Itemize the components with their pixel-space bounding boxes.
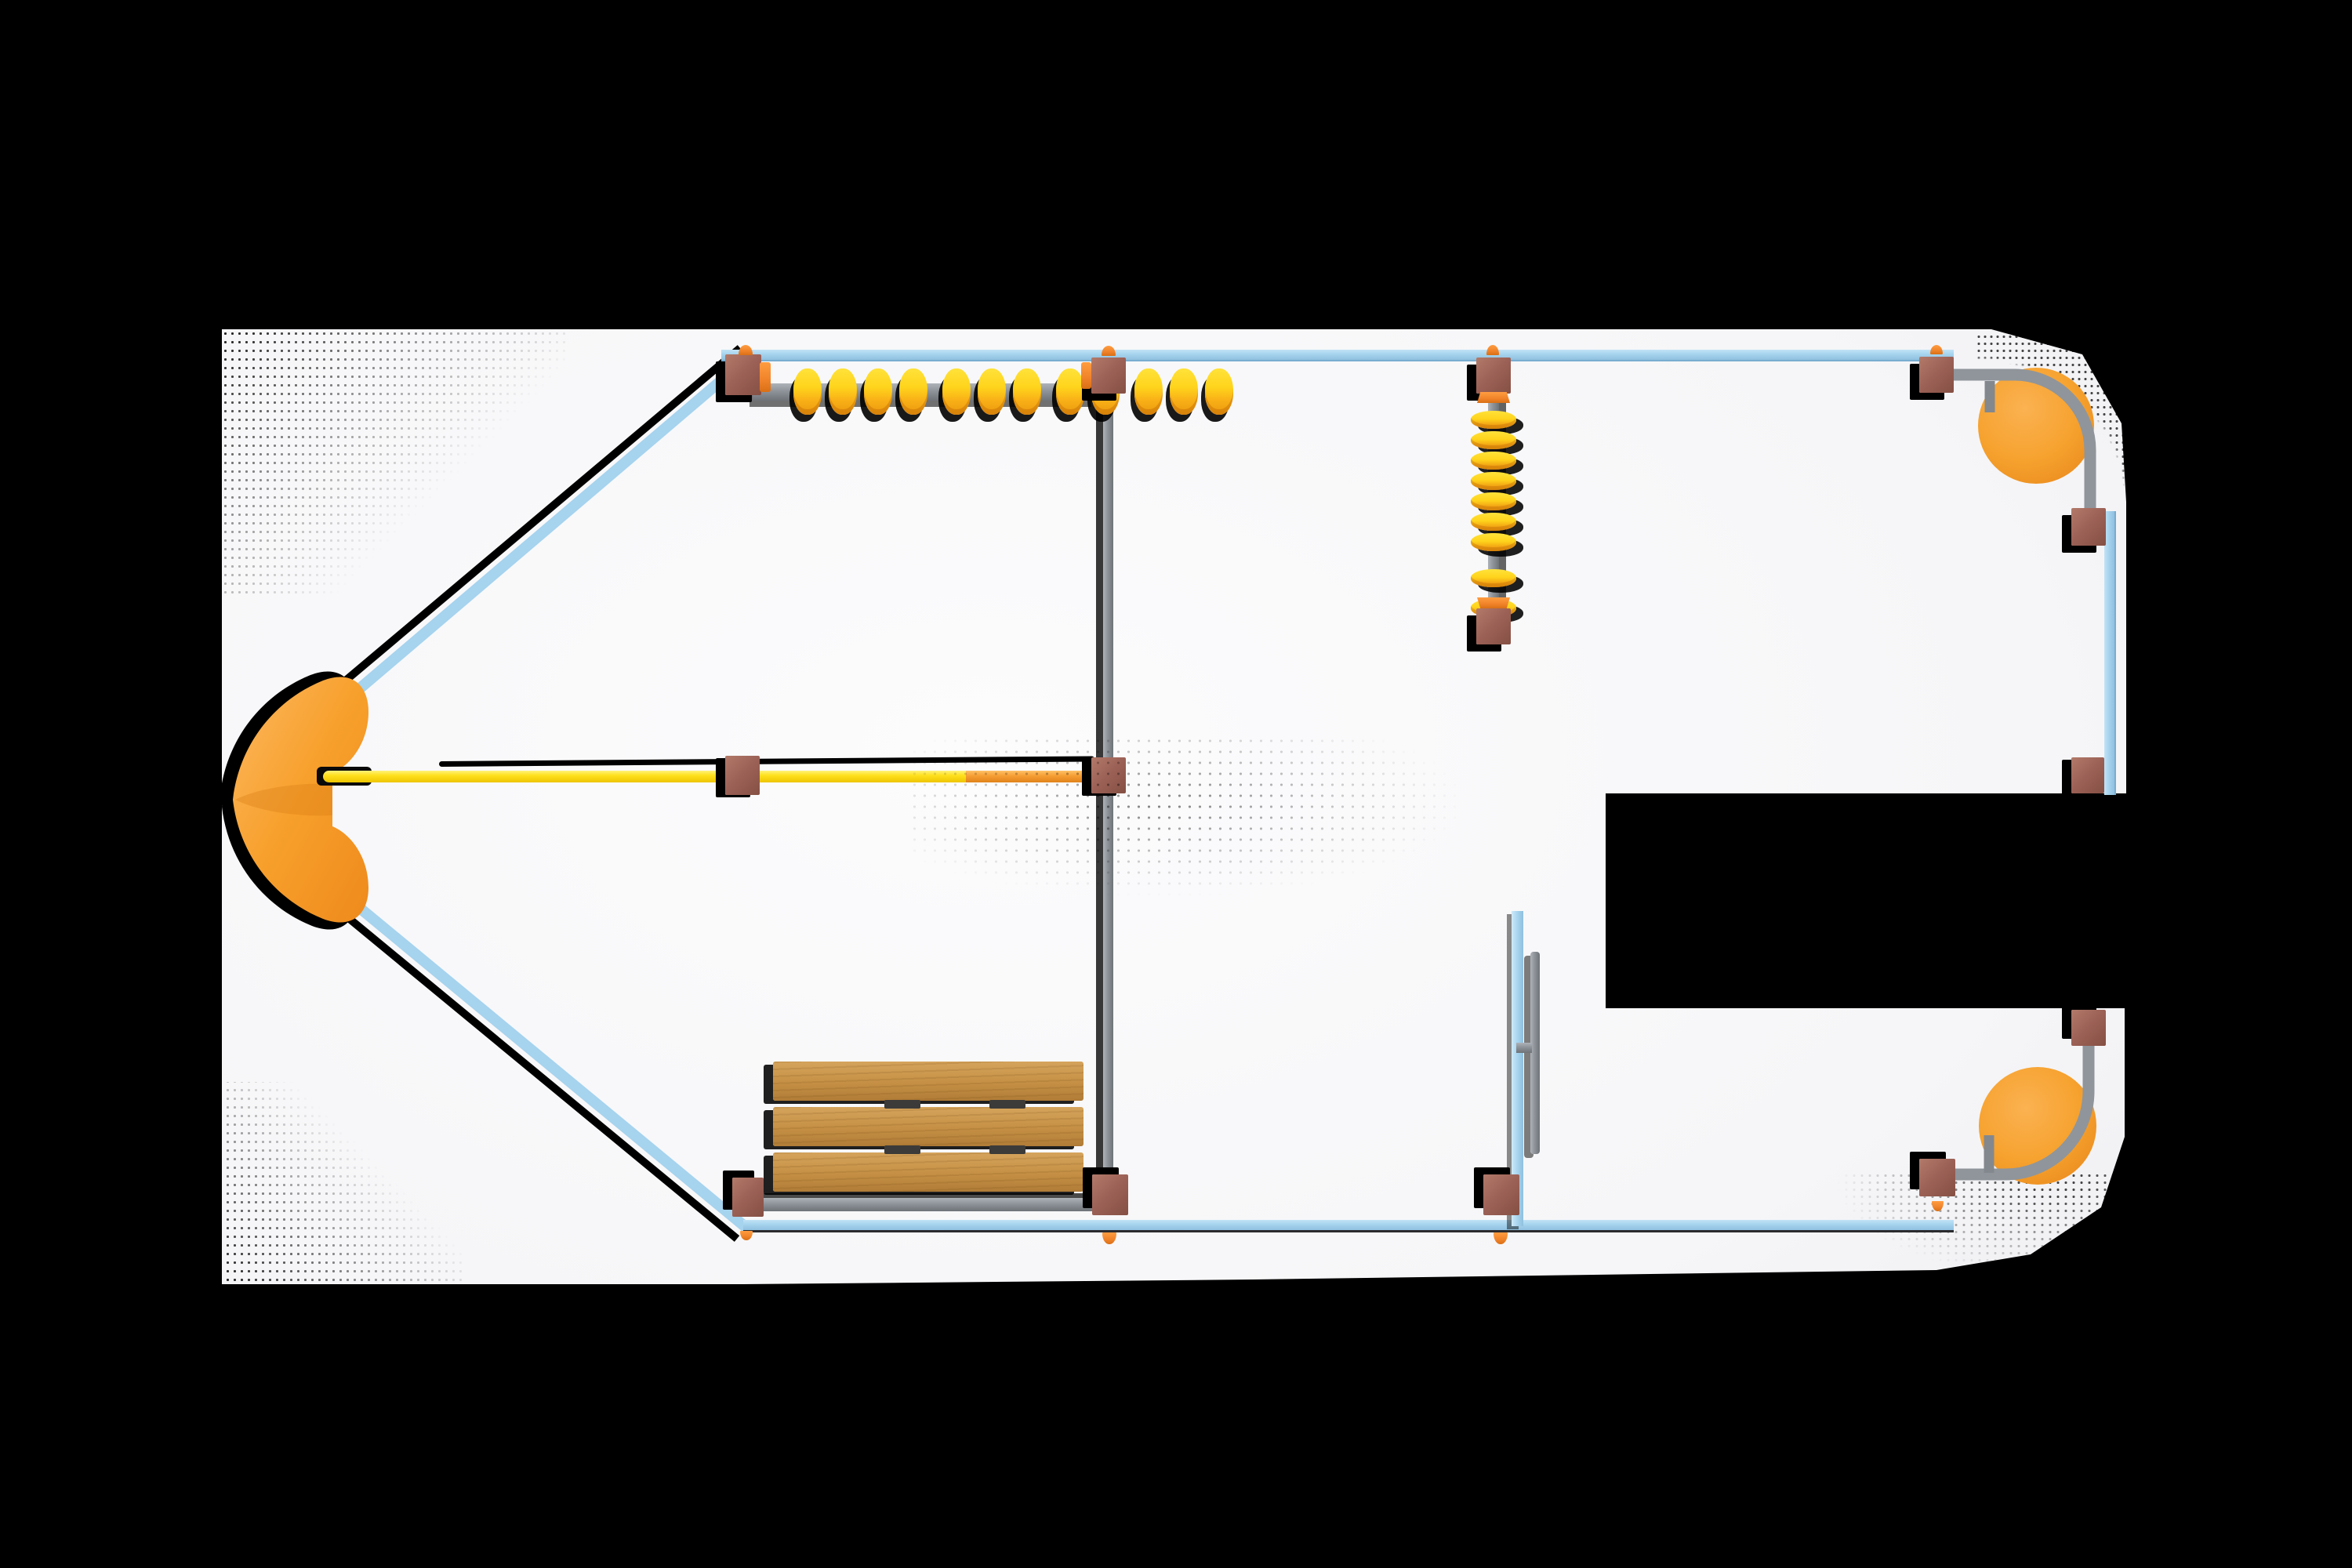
cap-ring-climber-top [1486,345,1499,355]
bottom-border-beam [743,1220,1954,1232]
zipline-rail-orange-segment [966,771,1096,782]
balance-rail [1530,952,1540,1154]
bench-cleat [989,1100,1025,1109]
climbing-ring [1471,472,1516,490]
climbing-ring [1471,452,1516,470]
post-divider-top [1091,358,1126,394]
climbing-ring [942,368,971,415]
bench-plank [773,1062,1083,1101]
wooden-bench [773,1062,1083,1192]
bench-plank [773,1152,1083,1192]
post-top-left-junction [725,354,761,395]
climbing-ring [1471,569,1516,587]
post-panel-bottom [1483,1174,1519,1215]
post-bottom-right-corner [2071,1010,2106,1046]
cap-divider-top-post [1102,346,1116,356]
climbing-ring [1134,368,1163,415]
post-divider-bottom [1092,1174,1128,1215]
balance-rail-connector [1516,1043,1532,1053]
post-bottom-left-junction [732,1178,764,1217]
divider-wall [1103,390,1113,1200]
climbing-ring [1471,431,1516,449]
cone-panel-bottom [1494,1232,1508,1244]
vertical-ring-climber-rings [1471,411,1516,617]
post-corner-rail-end [1919,1159,1955,1196]
climbing-ring [1170,368,1198,415]
collar-ring-climber-top [1477,392,1510,403]
bench-cleat [884,1100,920,1109]
post-ring-climber-bottom [1476,608,1511,644]
top-border-beam [721,350,1954,361]
climbing-ring [1471,411,1516,429]
middle-panel-beam [1512,911,1523,1226]
cap-top-left-post [739,345,753,355]
climbing-ring [793,368,822,415]
connector-ring-bar-left [760,362,771,392]
bench-cleat [884,1145,920,1154]
climbing-ring [899,368,927,415]
climbing-ring [1471,533,1516,551]
bench-cleat [989,1145,1025,1154]
climbing-ring [1471,492,1516,510]
cone-divider-bottom [1102,1232,1116,1244]
post-corner-rail-start [1919,357,1954,393]
bench-support-rail [753,1198,1099,1211]
climbing-ring [829,368,857,415]
climbing-ring [1056,368,1084,415]
climbing-ring [978,368,1006,415]
climbing-ring [1013,368,1041,415]
post-zipline-middle [725,756,760,795]
post-ring-climber-top [1476,358,1511,394]
climbing-ring [864,368,892,415]
cone-bottom-right [1932,1201,1944,1211]
climbing-ring [1205,368,1233,415]
right-border-beam [2104,511,2116,795]
zipline-rail-yellow [323,771,967,782]
bench-plank [773,1107,1083,1146]
cap-corner-rail-post [1930,345,1943,354]
post-right-middle [2071,757,2104,793]
cone-bottom-left [740,1231,753,1240]
post-zipline-end [1091,757,1126,793]
climbing-ring [1471,513,1516,531]
post-top-right-corner [2071,508,2106,546]
monkey-ring-bar-rings [793,368,1233,415]
connector-ring-bar-right [1081,362,1091,389]
collar-ring-climber-bottom [1477,597,1510,608]
